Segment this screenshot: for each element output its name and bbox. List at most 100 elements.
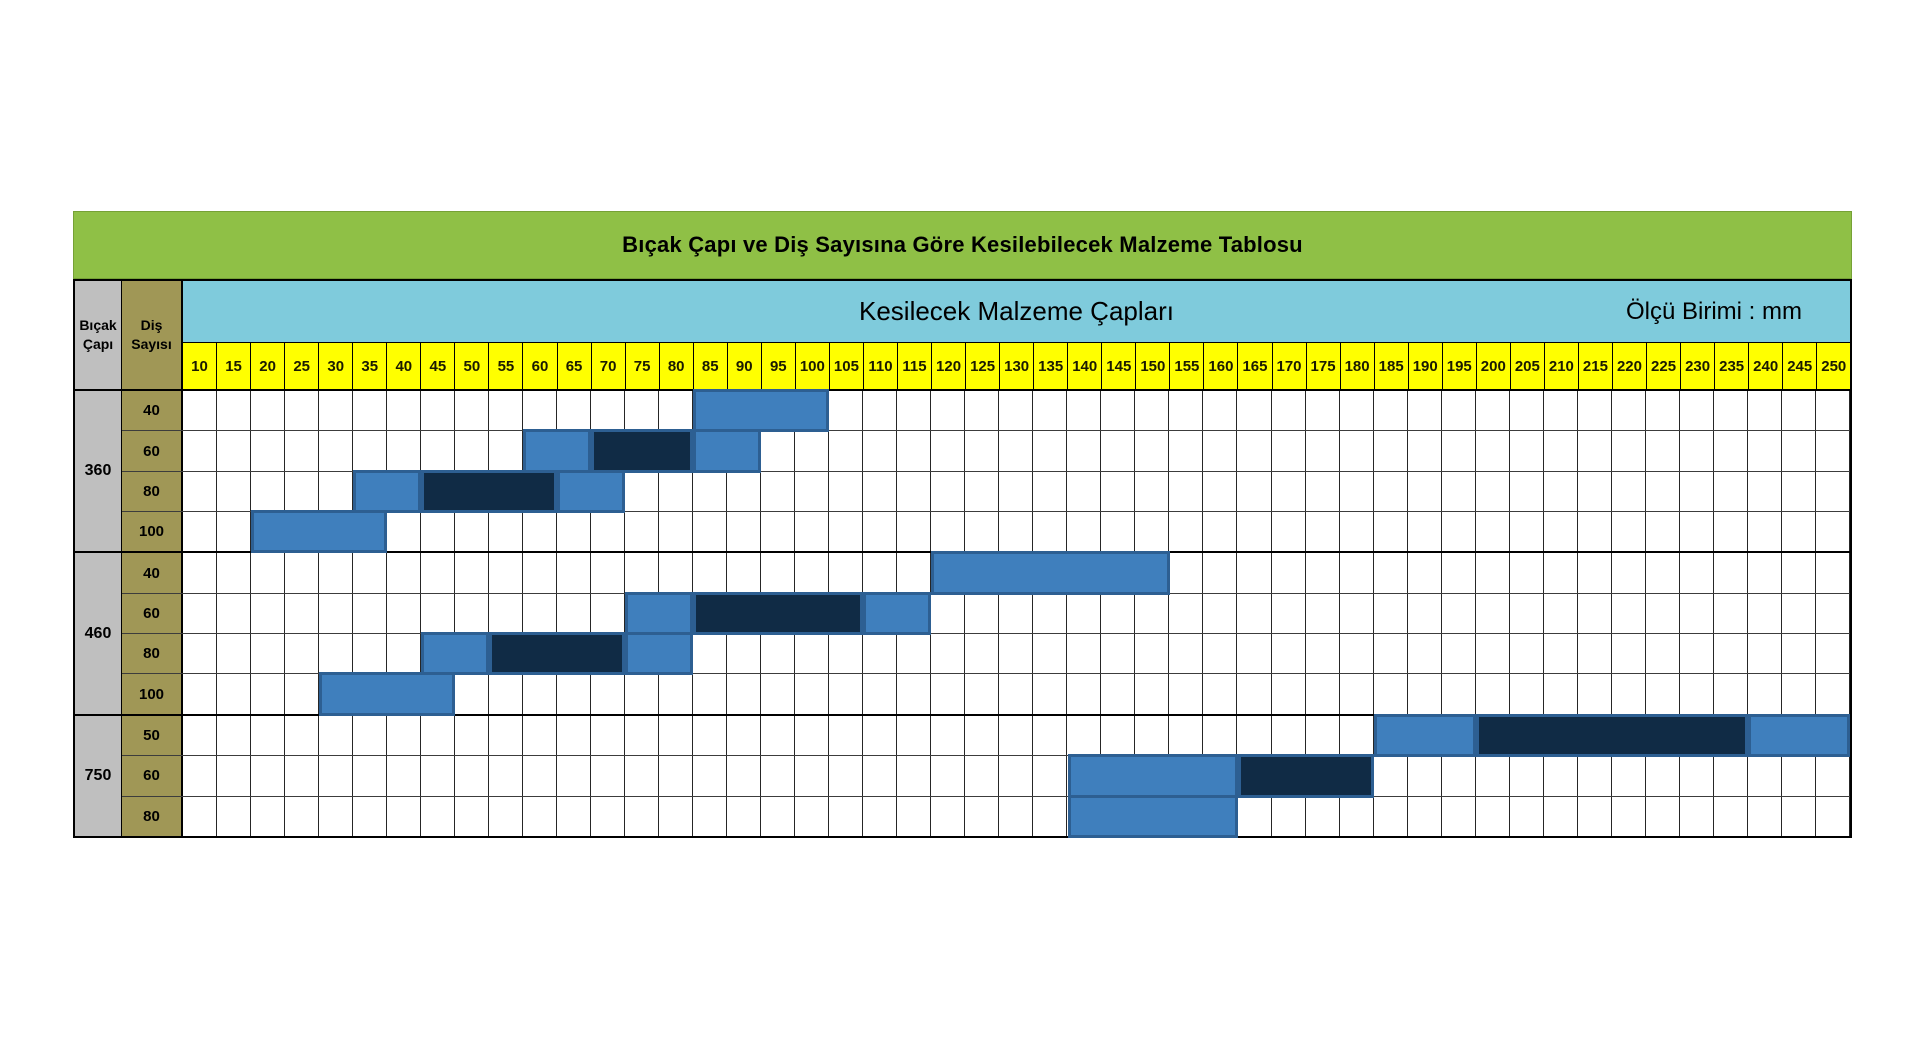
teeth-label: 60 [122,756,183,796]
grid-cell [1271,553,1306,593]
material-diameters-title: Kesilecek Malzeme Çapları [858,296,1174,326]
grid-cell [693,796,728,836]
grid-cell [897,715,932,756]
grid-cell [353,756,388,796]
grid-cell [1033,796,1068,836]
grid-cell [421,391,456,431]
capacity-bar-dark [1475,713,1748,758]
grid-cell [183,796,218,836]
grid-cell [251,553,286,593]
teeth-label: 80 [122,471,183,512]
grid-cell [1475,431,1510,471]
grid-cell [693,634,728,674]
column-header-cell: 80 [659,343,694,389]
grid-cell [727,796,762,836]
grid-cell [421,593,456,634]
grid-cell [557,553,592,593]
column-header-cell: 20 [251,343,286,389]
grid-cell [421,756,456,796]
grid-cell [1169,512,1204,552]
grid-cell [1509,674,1544,714]
grid-cell [1611,756,1646,796]
grid-cell [1407,553,1442,593]
grid-cell [1067,512,1102,552]
capacity-bar-light [1067,754,1238,798]
grid-cell [1679,674,1714,714]
grid-cell [931,715,966,756]
grid-cell [1033,674,1068,714]
grid-cell [1169,674,1204,714]
grid-cell [897,512,932,552]
grid-cell [1441,512,1476,552]
grid-cell [965,796,1000,836]
grid-cell [1679,796,1714,836]
grid-cell [727,512,762,552]
grid-cell [217,471,252,512]
grid-cell [795,553,830,593]
grid-cell [183,593,218,634]
column-header-cell: 190 [1408,343,1443,389]
column-header-cell: 10 [183,343,218,389]
grid-cell [1271,715,1306,756]
grid-cell [659,391,694,431]
grid-cell [183,471,218,512]
grid-cell [591,553,626,593]
grid-cell [1509,756,1544,796]
grid-cell [1305,391,1340,431]
grid-cell [489,512,524,552]
grid-cell [1067,431,1102,471]
grid-cell [1509,593,1544,634]
grid-cell [455,796,490,836]
grid-cell [1305,796,1340,836]
grid-cell [1237,634,1272,674]
grid-cell [897,471,932,512]
grid-cell [863,634,898,674]
grid-cell [795,512,830,552]
capacity-bar-light [625,632,694,676]
column-header-cell: 105 [829,343,864,389]
grid-cell [1135,674,1170,714]
grid-cell [829,634,864,674]
grid-cell [1543,553,1578,593]
grid-cell [1577,512,1612,552]
row-cells [183,754,1850,798]
grid-cell [1339,593,1374,634]
grid-cell [1271,593,1306,634]
grid-cell [863,471,898,512]
grid-cell [1611,634,1646,674]
table-row: 60 [122,754,1850,798]
grid-cell [353,593,388,634]
grid-cell [727,756,762,796]
grid-cell [285,553,320,593]
column-header-cell: 220 [1612,343,1648,389]
grid-cell [285,593,320,634]
grid-cell [1033,431,1068,471]
grid-cell [1611,553,1646,593]
grid-cell [1509,796,1544,836]
grid-cell [1747,634,1782,674]
grid-cell [455,756,490,796]
grid-cell [1577,391,1612,431]
row-cells [183,591,1850,636]
row-cells [183,672,1850,716]
column-header-cell: 215 [1578,343,1613,389]
grid-cell [829,391,864,431]
grid-cell [557,593,592,634]
grid-cell [251,471,286,512]
column-header-cell: 195 [1442,343,1477,389]
grid-cell [353,553,388,593]
grid-cell [557,512,592,552]
grid-cell [1645,674,1680,714]
grid-cell [1611,593,1646,634]
grid-cell [319,391,354,431]
grid-cell [1543,756,1578,796]
grid-cell [591,391,626,431]
grid-cell [1101,593,1136,634]
grid-cell [1407,634,1442,674]
grid-cell [591,674,626,714]
grid-cell [965,512,1000,552]
grid-cell [795,674,830,714]
grid-cell [285,391,320,431]
